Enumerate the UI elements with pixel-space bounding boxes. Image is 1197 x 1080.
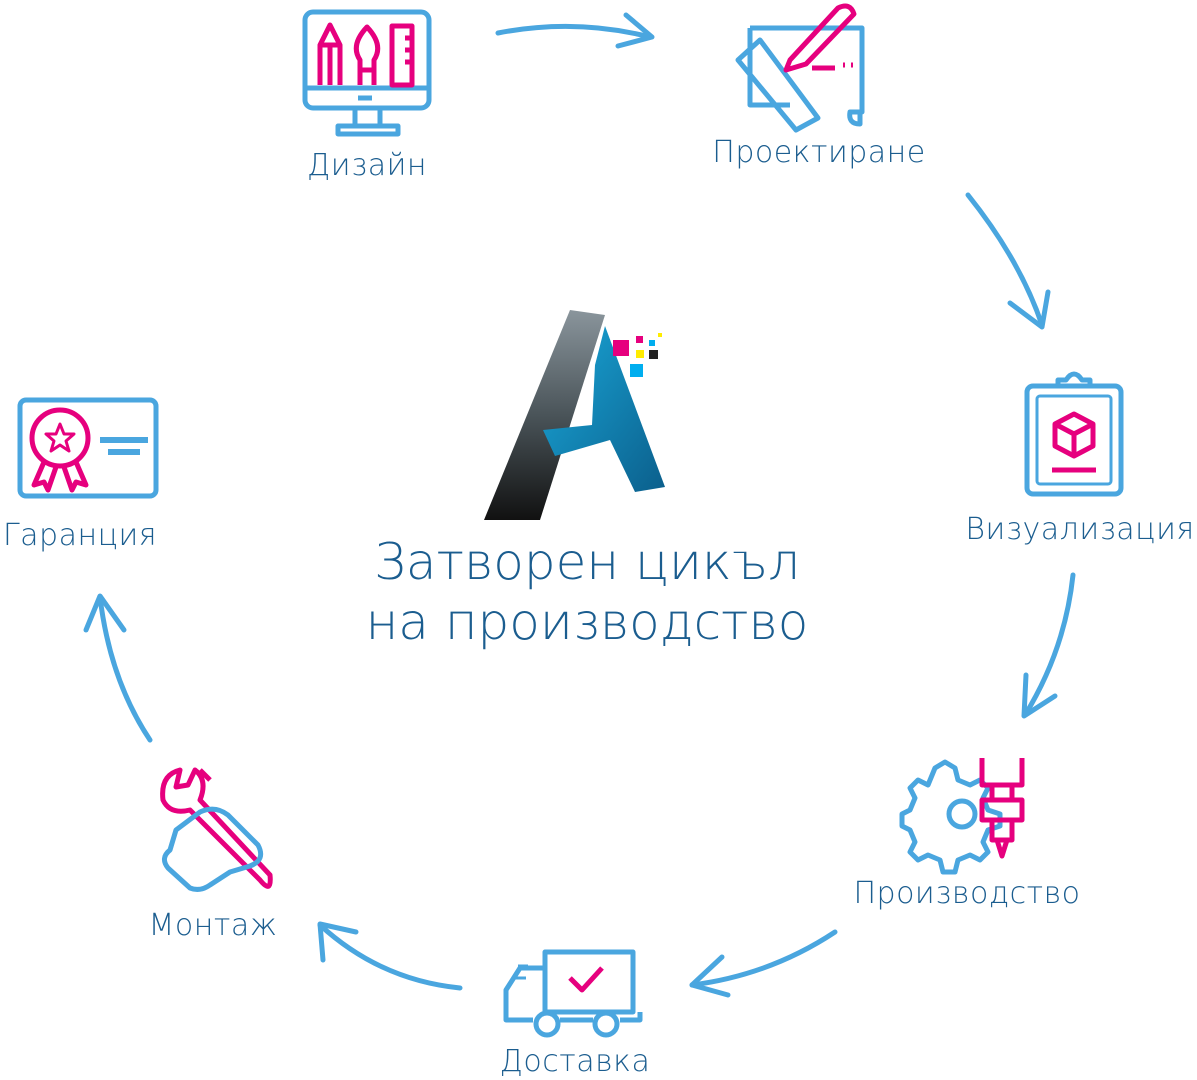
- arrow-visualization-to-production: [1021, 572, 1076, 719]
- step-label-production: Производство: [853, 876, 1081, 911]
- step-label-design: Дизайн: [306, 148, 428, 183]
- step-label-assembly: Монтаж: [148, 908, 278, 943]
- delivery-truck-icon: [503, 949, 643, 1038]
- step-label-visualization: Визуализация: [965, 512, 1195, 547]
- title-line-1: Затворен цикъл: [374, 533, 800, 591]
- blueprint-pencil-ruler-icon: [735, 3, 865, 133]
- arrow-delivery-to-assembly: [317, 921, 463, 991]
- monitor-design-tools-icon: [302, 9, 432, 137]
- arrow-assembly-to-warranty: [83, 593, 153, 743]
- step-label-warranty: Гаранция: [2, 518, 158, 553]
- clipboard-cube-icon: [1024, 371, 1124, 497]
- certificate-award-icon: [17, 397, 159, 499]
- arrow-production-to-delivery: [689, 929, 838, 998]
- step-label-delivery: Доставка: [499, 1044, 651, 1079]
- arrow-engineering-to-visualization: [965, 192, 1051, 330]
- arrow-design-to-engineering: [495, 12, 655, 49]
- company-logo: [484, 310, 665, 520]
- gear-cnc-icon: [899, 758, 1025, 875]
- hand-wrench-icon: [160, 767, 273, 892]
- title-line-2: на производство: [365, 593, 809, 651]
- diagram-title: Затворен цикъл на производство: [366, 532, 809, 652]
- step-label-engineering: Проектиране: [712, 135, 926, 170]
